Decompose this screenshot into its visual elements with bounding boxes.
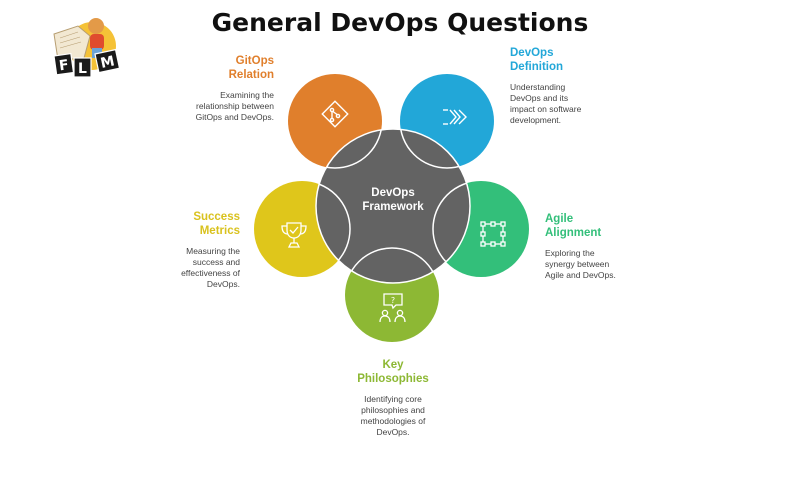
people-question-icon: ? bbox=[379, 293, 406, 323]
center-label-line2: Framework bbox=[362, 201, 424, 213]
logo-letter-m: M bbox=[99, 53, 116, 72]
svg-text:?: ? bbox=[391, 296, 395, 305]
trophy-check-icon bbox=[281, 222, 307, 248]
center-label-line1: DevOps bbox=[371, 187, 415, 199]
child-head-icon bbox=[88, 18, 104, 34]
philosophies-description: Identifying core philosophies and method… bbox=[360, 394, 426, 437]
philosophies-title: Key Philosophies bbox=[357, 359, 429, 385]
center-circle[interactable] bbox=[315, 128, 471, 284]
logo-letter-l: L bbox=[78, 61, 87, 77]
metrics-description: Measuring the success and effectiveness … bbox=[181, 246, 240, 289]
gitops-description: Examining the relationship between GitOp… bbox=[195, 90, 274, 122]
definition-title: DevOps Definition bbox=[510, 47, 564, 73]
page-title: General DevOps Questions bbox=[211, 8, 589, 37]
flm-logo: F L M bbox=[53, 18, 121, 78]
logo-letter-f: F bbox=[58, 57, 70, 74]
gitops-label: GitOps Relation Examining the relationsh… bbox=[178, 54, 274, 123]
definition-label: DevOps Definition Understanding DevOps a… bbox=[510, 46, 620, 126]
center-label: DevOps Framework bbox=[343, 186, 443, 214]
git-branch-icon bbox=[321, 100, 349, 128]
agile-title: Agile Alignment bbox=[545, 213, 602, 239]
frame-selection-icon bbox=[480, 221, 506, 247]
metrics-label: Success Metrics Measuring the success an… bbox=[148, 210, 240, 290]
philosophies-label: Key Philosophies Identifying core philos… bbox=[333, 358, 453, 438]
definition-description: Understanding DevOps and its impact on s… bbox=[510, 82, 582, 125]
fast-forward-chevrons-icon bbox=[443, 109, 467, 125]
metrics-title: Success Metrics bbox=[193, 211, 240, 237]
agile-description: Exploring the synergy between Agile and … bbox=[545, 248, 616, 280]
agile-label: Agile Alignment Exploring the synergy be… bbox=[545, 212, 645, 281]
gitops-title: GitOps Relation bbox=[228, 55, 274, 81]
